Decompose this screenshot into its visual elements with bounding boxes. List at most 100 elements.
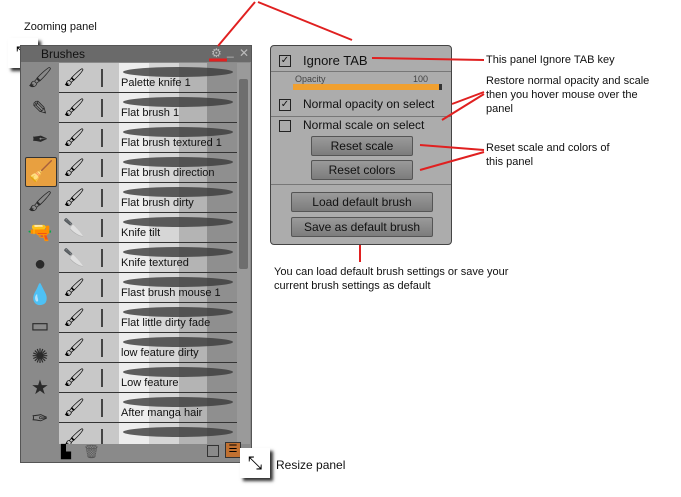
brush-icon: 🖌 (63, 338, 85, 357)
brush-name: Palette knife 1 (121, 77, 191, 89)
brush-row[interactable]: 🔪 Knife textured (59, 243, 237, 273)
brush-name: Flat brush direction (121, 167, 215, 179)
brush-row[interactable]: 🖌 Flat brush direction (59, 153, 237, 183)
brush-icon: 🖌 (63, 398, 85, 417)
brush-icon: 🖌 (63, 68, 85, 87)
panel-title: Brushes (41, 47, 86, 61)
arrow (371, 57, 485, 61)
scroll-thumb[interactable] (239, 79, 248, 269)
view-icon[interactable] (207, 445, 219, 457)
brush-row[interactable]: 🖌 (59, 423, 237, 444)
brush-tip-preview (101, 369, 103, 387)
stroke-preview (123, 427, 233, 437)
tool-column: 🖌 ✎ ✒ 🧹 🖌 🔫 ● 💧 ▭ ✺ ★ ✑ (21, 62, 58, 462)
pencil-icon[interactable]: ✎ (31, 98, 49, 120)
ignore-tab-checkbox[interactable]: ✓ (279, 55, 291, 67)
load-default-brush-button[interactable]: Load default brush (291, 192, 433, 212)
ink-drop-icon[interactable]: 💧 (27, 284, 53, 306)
ignore-tab-label: Ignore TAB (303, 53, 368, 68)
stroke-preview (123, 367, 233, 377)
brushes-panel: Brushes ⚙ _ ✕ 🖌 ✎ ✒ 🧹 🖌 🔫 ● 💧 ▭ ✺ ★ ✑ 🖌 Palette knif… (20, 44, 252, 463)
brush-tip-preview (101, 249, 103, 267)
brush-row[interactable]: 🖌 Flast brush mouse 1 (59, 273, 237, 303)
note-zooming: Zooming panel (24, 21, 97, 33)
note-restore: Restore normal opacity and scale then yo… (486, 75, 650, 115)
brush-icon: 🔪 (63, 248, 85, 267)
stars-icon[interactable]: ★ (31, 377, 49, 399)
gear-icon[interactable]: ⚙ (211, 46, 222, 60)
opacity-label: Opacity (295, 74, 326, 84)
arrow (441, 93, 485, 121)
brush-row[interactable]: 🖌 low feature dirty (59, 333, 237, 363)
brush-row[interactable]: 🔪Knife tilt (59, 213, 237, 243)
fan-brush-icon[interactable]: 🖌 (27, 191, 53, 213)
brush-icon[interactable]: 🖌 (27, 67, 53, 89)
brush-name: Flast brush mouse 1 (121, 287, 221, 299)
note-reset: Reset scale and colors of this panel (486, 142, 610, 168)
round-brush-icon[interactable]: ● (33, 253, 47, 275)
stroke-preview (123, 247, 233, 257)
stroke-preview (123, 67, 233, 77)
reset-colors-button[interactable]: Reset colors (311, 160, 413, 180)
close-icon[interactable]: ✕ (239, 46, 250, 60)
brush-name: low feature dirty (121, 347, 199, 359)
brush-tip-preview (101, 309, 103, 327)
trash-icon[interactable]: 🗑 (83, 444, 100, 459)
brush-tip-preview (101, 69, 103, 87)
brush-row[interactable]: 🖌 After manga hair (59, 393, 237, 423)
quill-icon[interactable]: ✑ (31, 408, 49, 430)
brush-name: Flat little dirty fade (121, 317, 211, 329)
brush-row[interactable]: 🖌 Palette knife 1 (59, 63, 237, 93)
stroke-preview (123, 307, 233, 317)
normal-scale-checkbox[interactable] (279, 120, 291, 132)
brush-row[interactable]: 🖌 Flat brush textured 1 (59, 123, 237, 153)
brush-tip-preview (101, 99, 103, 117)
brush-row[interactable]: 🖌Flat little dirty fade (59, 303, 237, 333)
panel-title-bar[interactable]: Brushes ⚙ _ ✕ (21, 44, 251, 62)
brush-name: Low feature (121, 377, 179, 389)
brush-list: 🖌Palette knife 1🖌Flat brush 1🖌Flat brush… (59, 63, 237, 444)
new-brush-icon[interactable]: ▙ (61, 444, 71, 459)
stroke-preview (123, 187, 233, 197)
arrow (451, 91, 485, 105)
eraser-icon[interactable]: ▭ (30, 315, 50, 337)
brush-tip-preview (101, 279, 103, 297)
brush-name: After manga hair (121, 407, 203, 419)
note-ignore-tab: This panel Ignore TAB key (486, 54, 615, 66)
brush-icon: 🖌 (63, 188, 85, 207)
brush-icon: 🖌 (63, 98, 85, 117)
airbrush-icon[interactable]: 🔫 (27, 222, 53, 244)
arrow (419, 151, 485, 171)
spray-icon[interactable]: ✺ (31, 346, 49, 368)
brush-name: Flat brush dirty (121, 197, 194, 209)
brush-icon: 🖌 (63, 368, 85, 387)
brush-name: Flat brush textured 1 (121, 137, 222, 149)
brush-icon: 🖌 (63, 158, 85, 177)
stroke-preview (123, 97, 233, 107)
brush-icon: 🖌 (63, 128, 85, 147)
note-load-save: You can load default brush settings or s… (274, 266, 509, 292)
brush-icon: 🖌 (63, 428, 85, 444)
pen-icon[interactable]: ✒ (31, 129, 49, 151)
eraser-brush-icon[interactable]: 🧹 (25, 157, 57, 187)
brush-tip-preview (101, 129, 103, 147)
opacity-value: 100 (413, 74, 429, 84)
brush-row[interactable]: 🖌Flat brush 1 (59, 93, 237, 123)
brush-tip-preview (101, 159, 103, 177)
brush-icon: 🖌 (63, 278, 85, 297)
stroke-preview (123, 127, 233, 137)
scrollbar[interactable] (237, 63, 250, 444)
brush-tip-preview (101, 219, 103, 237)
opacity-slider[interactable] (293, 84, 442, 90)
save-default-brush-button[interactable]: Save as default brush (291, 217, 433, 237)
brush-row[interactable]: 🖌 Flat brush dirty (59, 183, 237, 213)
arrow (217, 1, 256, 47)
note-resize: Resize panel (276, 458, 346, 472)
reset-scale-button[interactable]: Reset scale (311, 136, 413, 156)
arrow (257, 1, 353, 41)
minimize-icon[interactable]: _ (227, 44, 234, 58)
brush-name: Knife textured (121, 257, 189, 269)
normal-opacity-checkbox[interactable]: ✓ (279, 99, 291, 111)
brush-row[interactable]: 🖌 Low feature (59, 363, 237, 393)
